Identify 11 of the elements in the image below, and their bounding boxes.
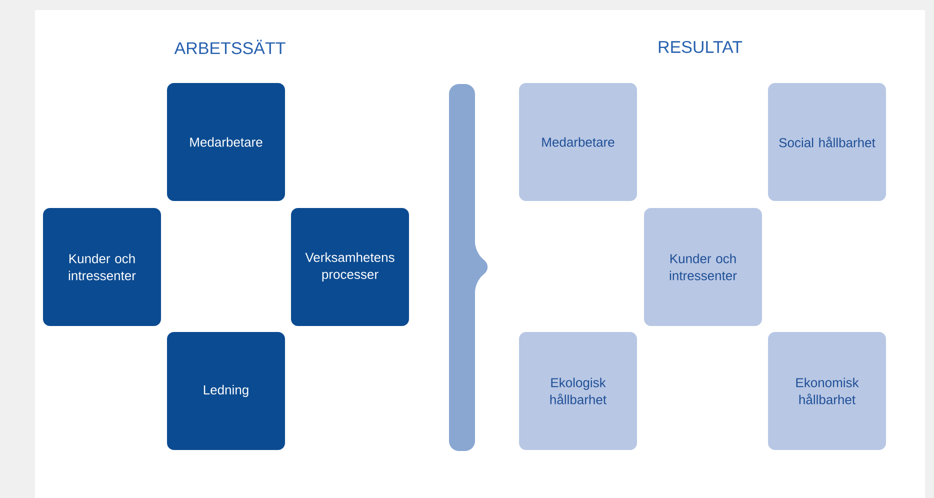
rounded-box: Medarbetare	[167, 83, 285, 201]
rounded-box: Ekologisk hållbarhet	[519, 332, 637, 450]
rounded-box: Ledning	[167, 332, 285, 450]
rounded-box: Medarbetare	[519, 83, 637, 201]
rounded-box: Verksamhetens processer	[291, 208, 409, 326]
section-heading: ARBETSSÄTT	[174, 40, 286, 54]
section-heading: RESULTAT	[658, 40, 742, 54]
rounded-box: Ekonomisk hållbarhet	[768, 332, 886, 450]
rounded-box: Kunder och intressenter	[43, 208, 161, 326]
rounded-box: Kunder och intressenter	[644, 208, 762, 326]
rounded-box: Social hållbarhet	[768, 83, 886, 201]
